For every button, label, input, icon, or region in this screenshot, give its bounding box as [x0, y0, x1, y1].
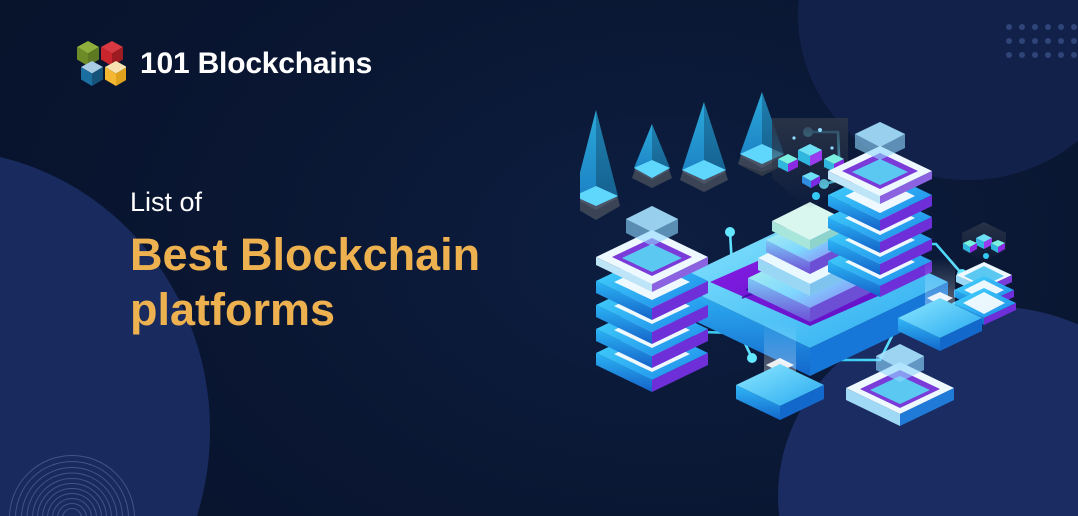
server-top-cap — [596, 230, 708, 292]
isometric-blockchain-illustration — [580, 86, 1050, 446]
server-crystal — [855, 122, 905, 160]
node-pad-small-right — [952, 222, 1016, 325]
floating-cube-cluster — [778, 128, 844, 200]
pyramid-cone-3 — [680, 102, 728, 192]
mini-cube-cluster — [963, 234, 1005, 259]
server-crystal — [626, 206, 678, 246]
concentric-rings — [9, 455, 135, 516]
node-pad-crystal-bottom-right — [846, 344, 954, 426]
logo-cube-blue — [81, 61, 103, 86]
logo-cube-yellow — [105, 61, 126, 86]
logo-cube-red — [101, 41, 123, 66]
headline-title-line-1: Best Blockchain — [130, 228, 481, 280]
server-stack-right — [828, 122, 932, 297]
node-pad-bottom-center — [736, 322, 824, 420]
node-pad-bottom-right — [898, 258, 982, 351]
dot-grid — [1006, 24, 1078, 66]
headline-kicker: List of — [130, 187, 203, 217]
headline-block: List of Best Blockchain platforms — [130, 187, 600, 337]
logo-cube-green — [77, 41, 99, 66]
brand-wordmark: 101 Blockchains — [140, 47, 373, 80]
headline-title-line-2: platforms — [130, 283, 336, 335]
brand-logo[interactable]: 101 Blockchains — [74, 38, 372, 90]
server-top-cap — [828, 146, 932, 204]
hologram-box — [772, 118, 848, 210]
pyramid-cone-2 — [632, 124, 672, 188]
pyramid-cone-1 — [580, 110, 620, 220]
server-stack-left — [596, 206, 708, 392]
four-cube-logo-icon — [74, 38, 126, 90]
